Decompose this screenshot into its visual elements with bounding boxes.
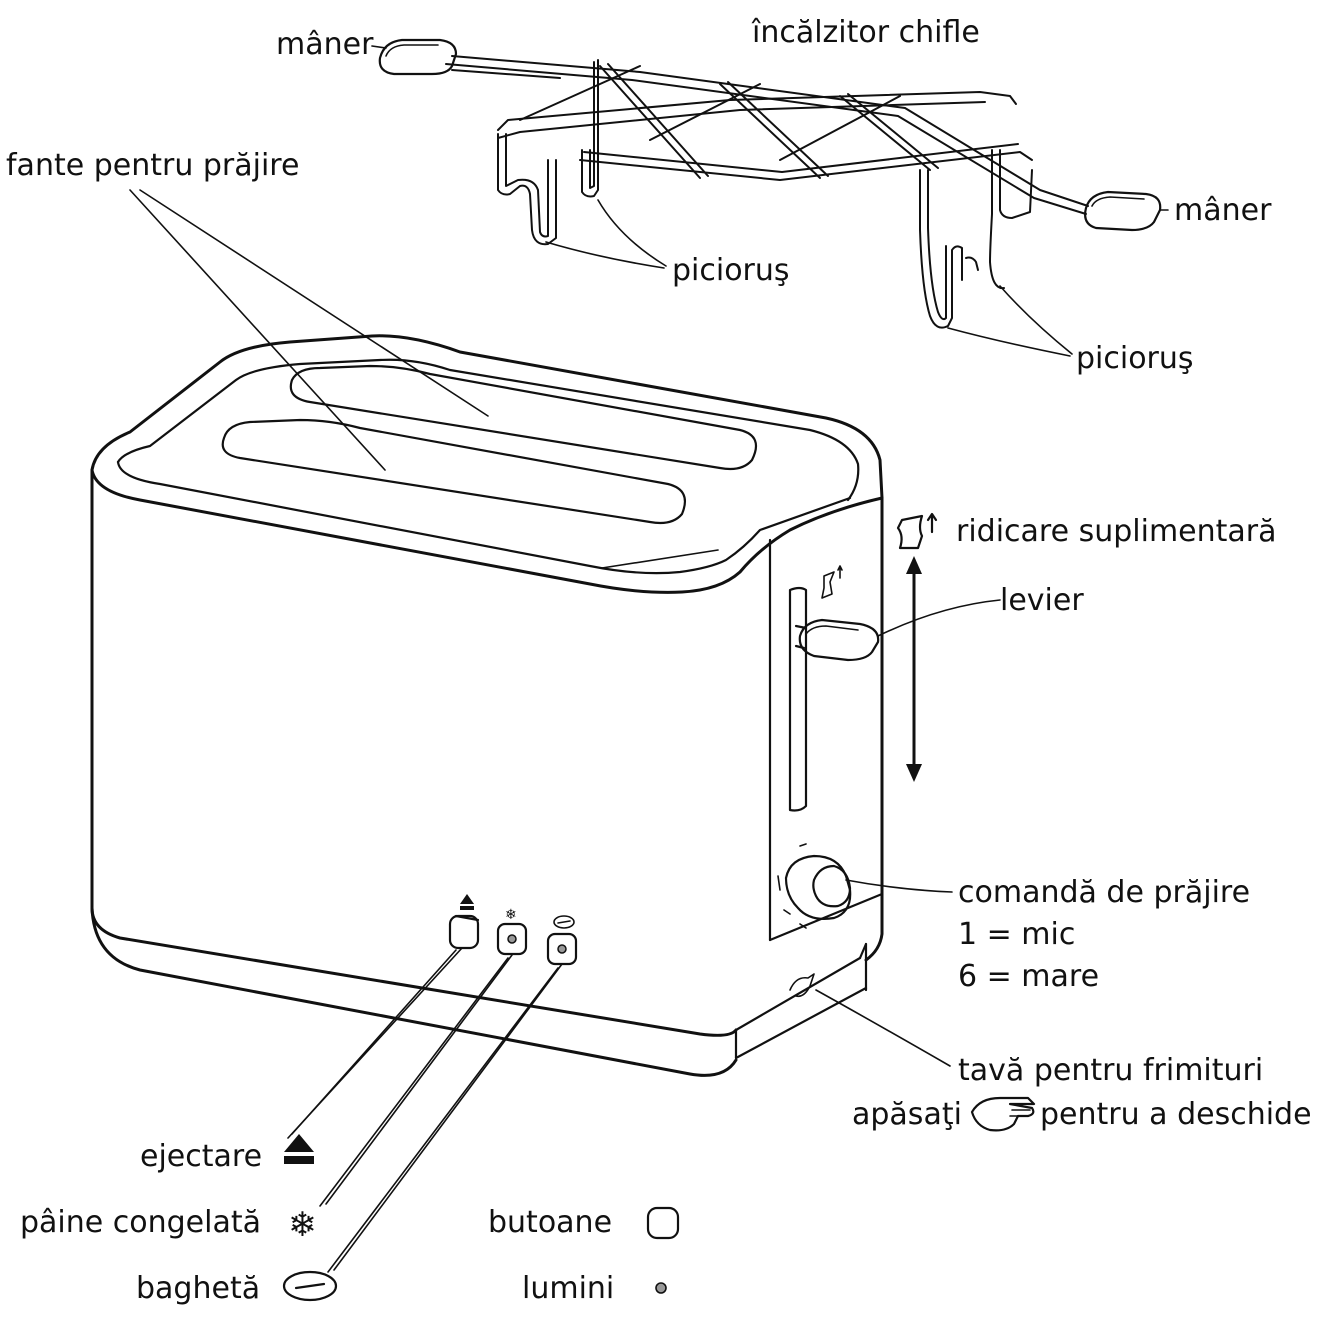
extra-lift-label: ridicare suplimentară [956,514,1277,549]
svg-text:❄: ❄ [505,907,517,923]
lift-arrow [906,556,922,782]
crumb-tray-label: tavă pentru frimituri [958,1053,1263,1088]
lever-label: levier [1000,583,1084,618]
buttons-label: butoane [488,1205,612,1240]
light-icon [655,1282,667,1294]
browning-max-label: 6 = mare [958,959,1099,994]
browning-dial [777,843,852,929]
leader-lines [129,45,1169,1273]
labels: încălzitor chifle mâner mâner fante pent… [6,15,1312,1306]
press-prefix-label: apăsaţi [852,1097,962,1132]
browning-min-label: 1 = mic [958,917,1075,952]
tray-hand-icon [789,973,815,998]
handle-left-label: mâner [276,27,374,62]
baguette-button [546,915,578,966]
handle-right-label: mâner [1174,193,1272,228]
frozen-button: ❄ [496,907,528,956]
eject-icon [284,1134,314,1164]
toasting-slots-label: fante pentru prăjire [6,148,299,183]
browning-control-label: comandă de prăjire [958,875,1250,910]
bun-warmer-label: încălzitor chifle [751,15,980,50]
press-suffix-label: pentru a deschide [1040,1097,1312,1132]
baguette-icon [282,1270,338,1302]
extra-lift-icon [896,512,938,550]
snowflake-icon: ❄ [288,1205,317,1245]
hand-press-icon [970,1096,1036,1132]
baguette-label: baghetă [136,1271,260,1306]
lights-label: lumini [522,1271,614,1306]
bun-warmer-rack [378,38,1162,329]
button-icon [646,1206,680,1240]
frozen-bread-label: pâine congelată [20,1205,261,1240]
lever-handle [794,618,880,662]
side-extra-lift-icon [821,565,843,599]
foot-label-2: picioruş [1076,341,1194,376]
toaster-body: ❄ [90,334,884,1077]
foot-label-1: picioruş [672,253,790,288]
handle-right-grip [1084,190,1162,232]
handle-left-grip [378,38,458,76]
eject-label: ejectare [140,1139,262,1174]
eject-button [448,894,480,950]
